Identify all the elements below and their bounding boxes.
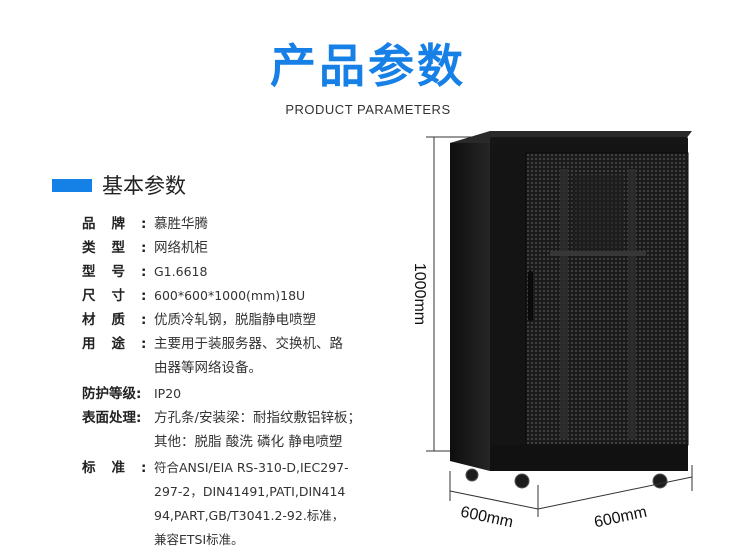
spec-value: 慕胜华腾 xyxy=(154,216,208,232)
spec-value: IP20 xyxy=(154,386,182,401)
spec-list: 品牌: 慕胜华腾 类型: 网络机柜 型号: G1.6618 尺寸: 600*60… xyxy=(82,212,382,552)
spec-label: 品牌: xyxy=(82,216,146,232)
cabinet-casters xyxy=(465,468,668,489)
spec-label: 尺寸: xyxy=(82,288,146,304)
section-accent-bar xyxy=(52,178,92,192)
spec-label: 防护等级: xyxy=(82,386,142,402)
cabinet-front-frame xyxy=(490,145,689,471)
spec-label: 用途: xyxy=(82,336,146,352)
spec-label: 型号: xyxy=(82,264,146,280)
spec-value: 优质冷轧钢，脱脂静电喷塑 xyxy=(154,312,316,328)
spec-value: 方孔条/安装梁：耐指纹敷铝锌板； 其他：脱脂 酸洗 磷化 静电喷塑 xyxy=(154,410,362,450)
spec-row-material: 材质: 优质冷轧钢，脱脂静电喷塑 xyxy=(82,308,382,332)
spec-value: 600*600*1000(mm)18U xyxy=(154,288,306,303)
spec-label: 材质: xyxy=(82,312,146,328)
section-header: 基本参数 xyxy=(52,172,186,198)
page-subtitle: PRODUCT PARAMETERS xyxy=(285,102,451,117)
spec-label: 类型: xyxy=(82,240,146,256)
cabinet-drawing xyxy=(426,131,693,517)
page-title: 产品参数 xyxy=(270,39,466,93)
cabinet-illustration: 1000mm 600mm 600mm xyxy=(410,125,726,545)
width-dimension-line xyxy=(537,465,693,510)
spec-row-model: 型号: G1.6618 xyxy=(82,260,382,284)
height-label: 1000mm xyxy=(411,262,429,326)
section-title: 基本参数 xyxy=(102,174,186,198)
spec-row-protection: 防护等级: IP20 xyxy=(82,382,382,406)
spec-value: 主要用于装服务器、交换机、路 由器等网络设备。 xyxy=(154,336,343,376)
spec-row-type: 类型: 网络机柜 xyxy=(82,236,382,260)
spec-row-size: 尺寸: 600*600*1000(mm)18U xyxy=(82,284,382,308)
spec-row-brand: 品牌: 慕胜华腾 xyxy=(82,212,382,236)
spec-row-usage: 用途: 主要用于装服务器、交换机、路 由器等网络设备。 xyxy=(82,332,382,380)
spec-label: 表面处理: xyxy=(82,410,142,426)
spec-row-standard: 标准: 符合ANSI/EIA RS-310-D,IEC297- 297-2，DI… xyxy=(82,456,382,552)
spec-value: G1.6618 xyxy=(154,264,208,279)
depth-dimension-line xyxy=(449,471,539,517)
spec-row-surface: 表面处理: 方孔条/安装梁：耐指纹敷铝锌板； 其他：脱脂 酸洗 磷化 静电喷塑 xyxy=(82,406,382,454)
spec-value: 网络机柜 xyxy=(154,240,208,256)
spec-label: 标准: xyxy=(82,460,146,476)
spec-value: 符合ANSI/EIA RS-310-D,IEC297- 297-2，DIN414… xyxy=(154,460,349,547)
